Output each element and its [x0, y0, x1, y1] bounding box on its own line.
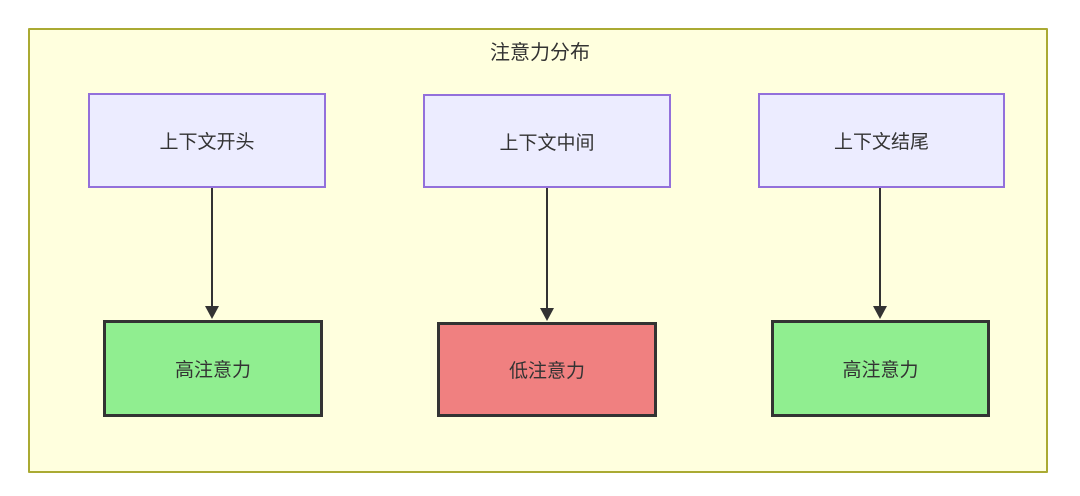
- node-context-end: 上下文结尾: [758, 93, 1005, 188]
- arrow-line-2: [546, 188, 548, 309]
- node-low-attention: 低注意力: [437, 322, 657, 417]
- arrow-head-icon: [205, 306, 219, 319]
- arrow-line-3: [879, 188, 881, 307]
- node-context-beginning: 上下文开头: [88, 93, 326, 188]
- node-high-attention-2: 高注意力: [771, 320, 990, 417]
- node-context-middle: 上下文中间: [423, 94, 671, 188]
- arrow-line-1: [211, 188, 213, 307]
- arrow-head-icon: [873, 306, 887, 319]
- node-high-attention-1: 高注意力: [103, 320, 323, 417]
- diagram-title: 注意力分布: [490, 40, 590, 64]
- arrow-head-icon: [540, 308, 554, 321]
